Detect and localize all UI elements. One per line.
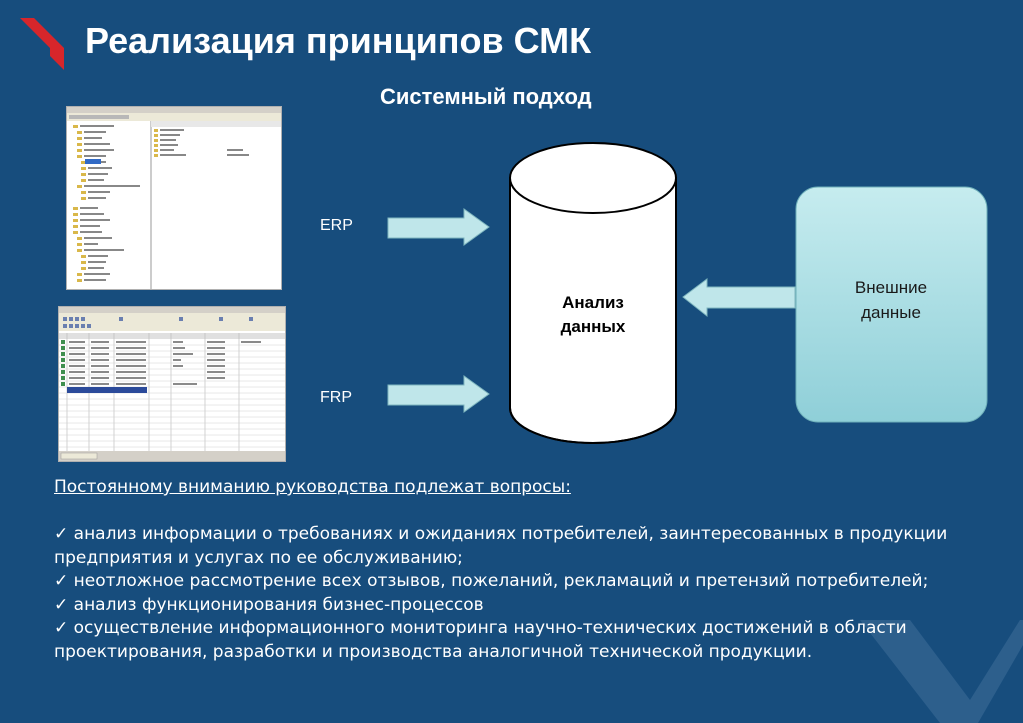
page-subtitle: Системный подход: [380, 84, 592, 109]
external-label-line2: данные: [861, 303, 921, 322]
frp-label: FRP: [320, 389, 352, 406]
list-item: ✓ анализ информации о требованиях и ожид…: [54, 524, 948, 568]
list-item: ✓ осуществление информационного монитори…: [54, 618, 907, 662]
center-label-line2: данных: [561, 317, 626, 336]
data-analysis-cylinder: [509, 142, 677, 444]
erp-label: ERP: [320, 217, 353, 234]
center-label-line1: Анализ: [562, 293, 624, 312]
list-item: ✓ анализ функционирования бизнес-процесс…: [54, 594, 484, 615]
body-heading: Постоянному вниманию руководства подлежа…: [54, 477, 571, 497]
erp-arrow: [387, 208, 490, 246]
frp-arrow: [387, 375, 490, 413]
body-text: Постоянному вниманию руководства подлежа…: [54, 476, 954, 664]
erp-screenshot-image: [66, 106, 282, 290]
page-title: Реализация принципов СМК: [85, 20, 592, 61]
external-arrow: [682, 278, 796, 318]
external-label-line1: Внешние: [855, 278, 927, 297]
external-data-box: [795, 186, 988, 423]
frp-screenshot-image: [58, 306, 286, 462]
watermark-chevron-icon: [860, 620, 1023, 723]
list-item: ✓ неотложное рассмотрение всех отзывов, …: [54, 571, 929, 591]
logo-icon: [20, 18, 64, 70]
